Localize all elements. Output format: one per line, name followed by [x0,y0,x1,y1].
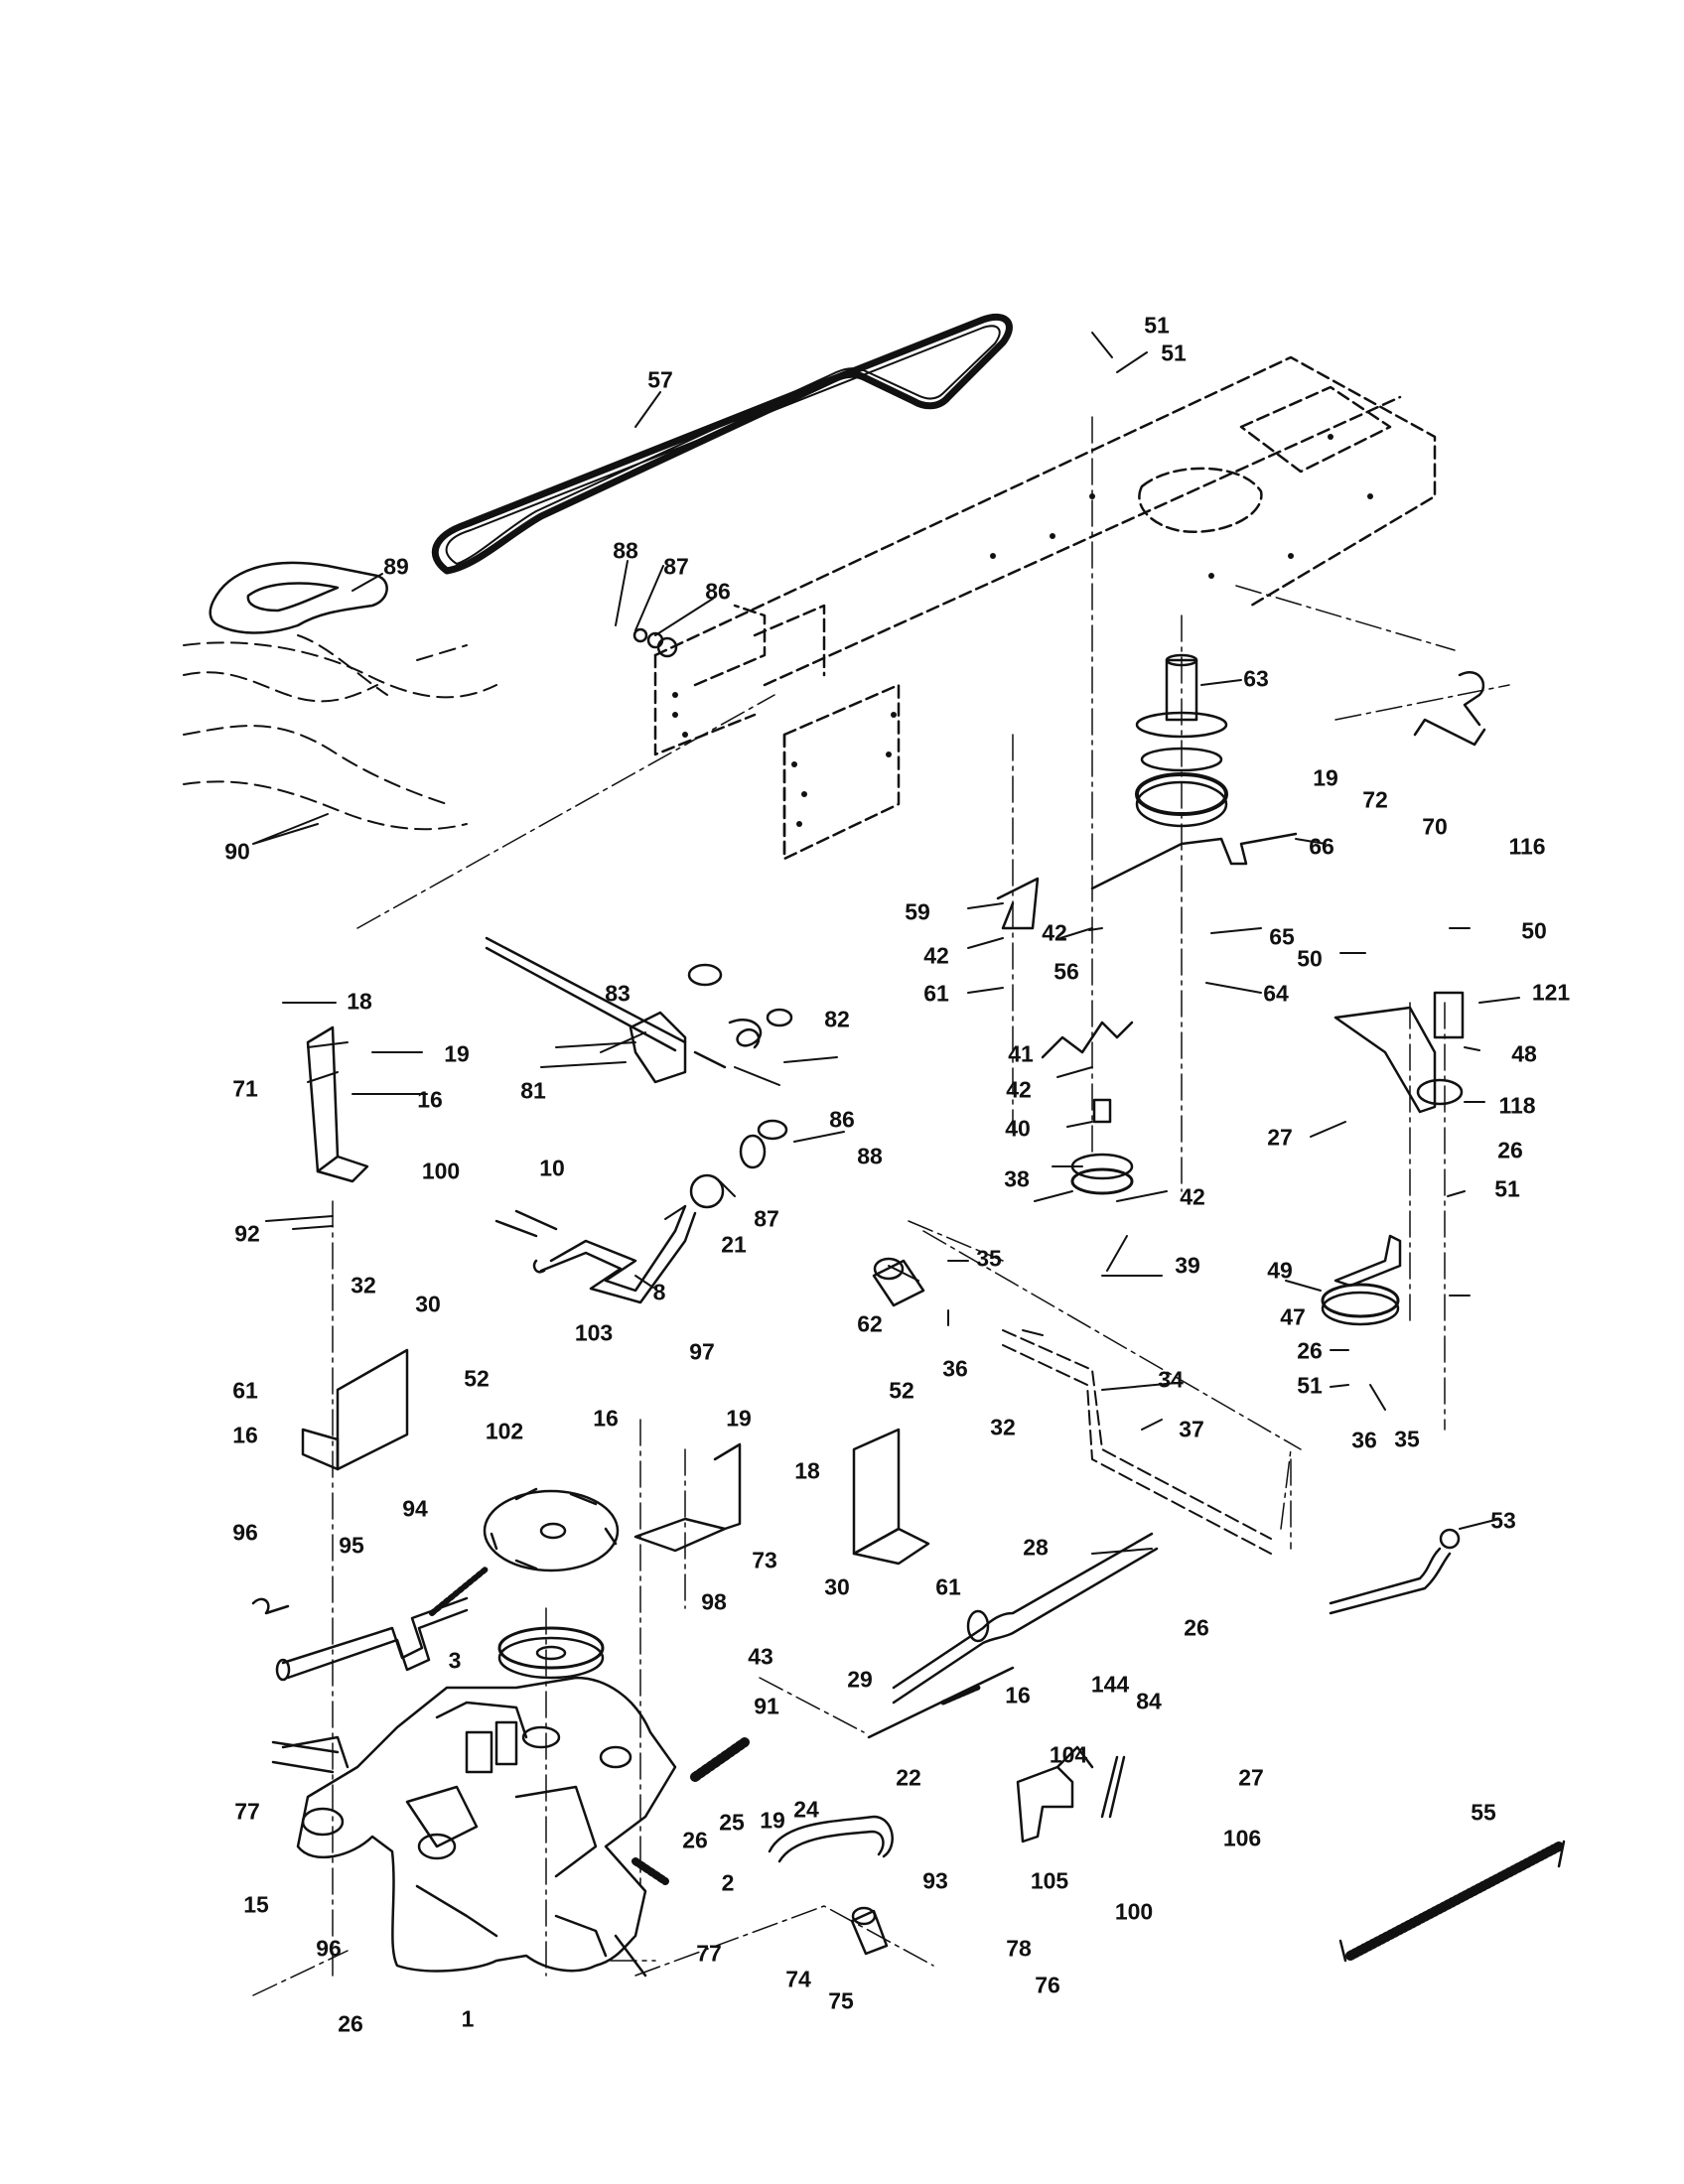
bracket-49 [1333,1234,1402,1288]
tractor-frame [653,355,1437,861]
bolts-10 [494,1209,558,1238]
cooling-fan-94 [483,1487,620,1572]
spring-55 [1338,1840,1566,1963]
drive-belt [431,313,1013,575]
linkage-53 [1329,1528,1461,1615]
lever-8 [532,1173,725,1304]
pulley-47 [1321,1283,1400,1326]
spring-82 [728,1019,763,1049]
output-shaft [271,1740,340,1774]
brake-rod-66 [1090,832,1298,890]
bracket-73 [633,1442,742,1553]
spring-2 [632,1857,669,1885]
bracket-59 [996,877,1040,930]
bracket-71 [306,1025,369,1183]
bracket-70 [1413,671,1486,747]
leader-lines [252,332,1520,1555]
spring-25 [690,1737,750,1782]
rod-28 [892,1532,1159,1705]
bracket-30-left [301,1348,409,1471]
assembly-centerlines [252,416,1510,1996]
bracket-104 [1016,1745,1094,1843]
linkage-84 [1100,1755,1126,1819]
bushing-62 [872,1257,925,1307]
bushing-74 [850,1906,889,1956]
rod-41 [1041,1021,1134,1059]
chassis-outline-left [183,634,497,831]
input-pulley-3 [497,1626,605,1680]
shift-rod-95 [275,1566,490,1682]
frame-holes [672,434,1373,827]
rod-22 [867,1666,1015,1739]
bracket-30-right [852,1428,930,1566]
hose-93 [768,1815,894,1863]
bracket-48 [1333,991,1465,1114]
seat-pan [209,561,388,634]
shaft-34 [1002,1329,1272,1555]
hardware-washers [632,627,793,1169]
transaxle-1 [281,1676,677,1978]
pulley-38 [1070,1098,1134,1195]
cotter-pin-96 [251,1597,290,1615]
control-shaft-81 [485,936,727,1084]
